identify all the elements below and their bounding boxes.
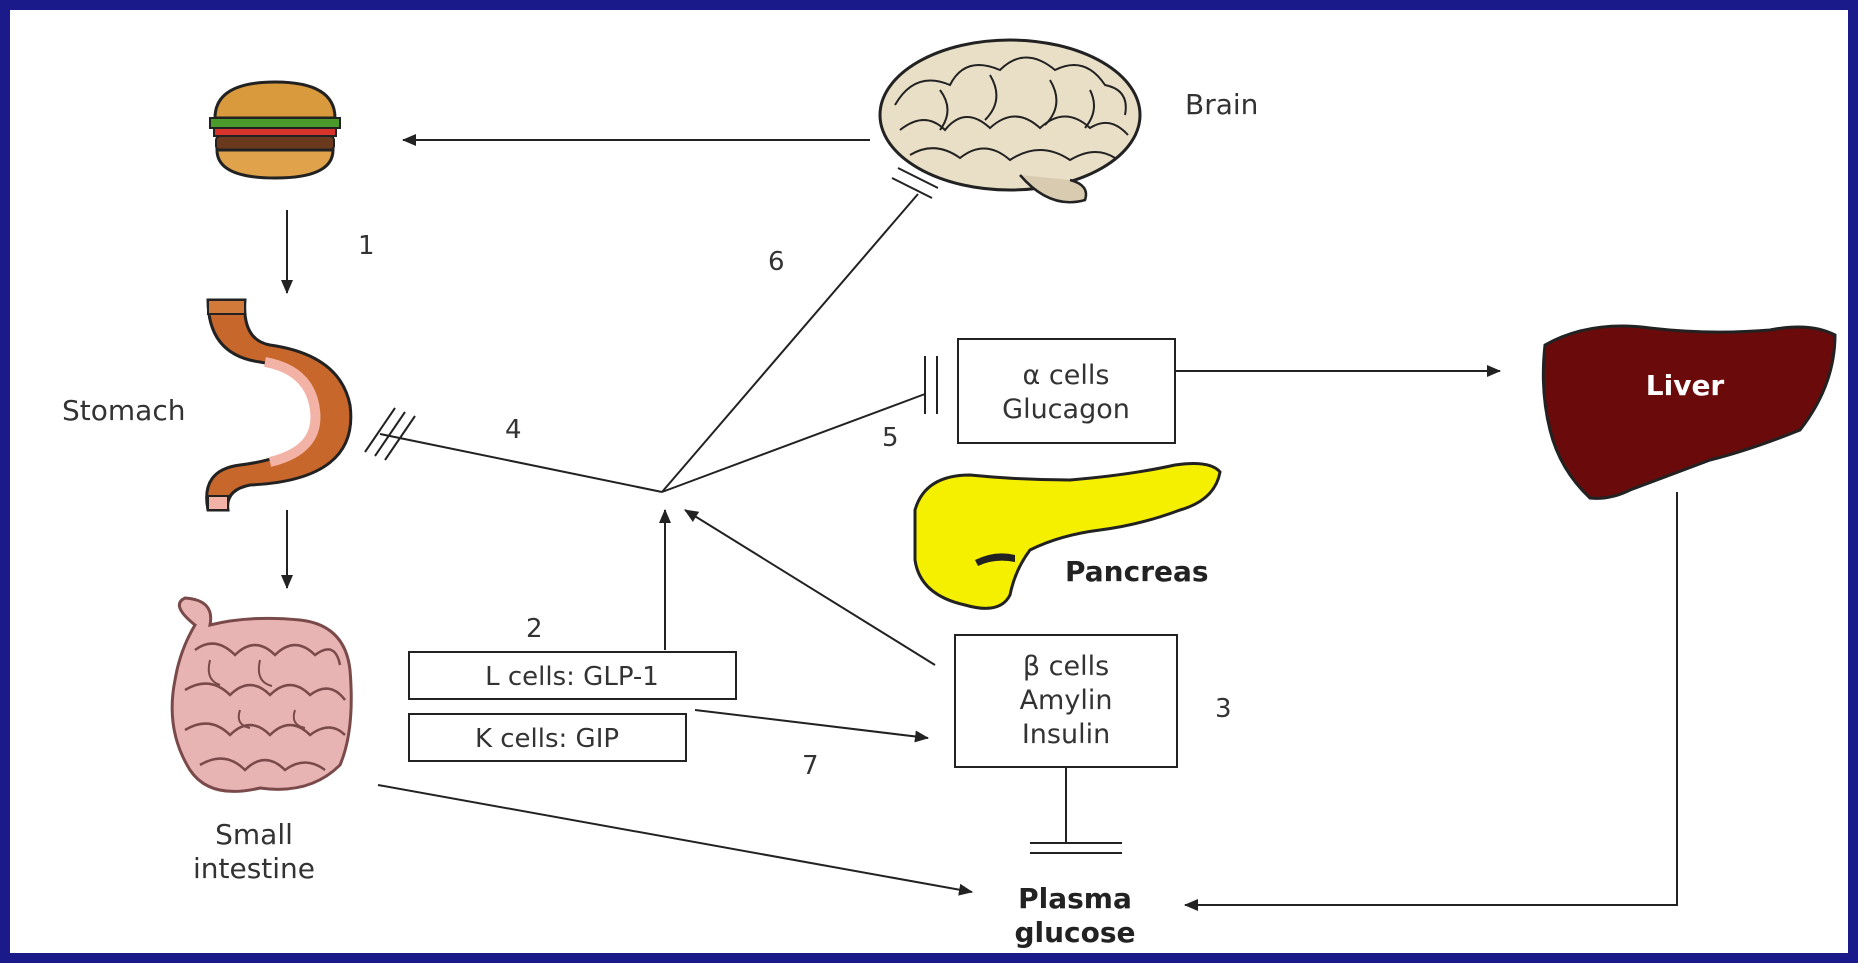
glucose-regulation-diagram: α cells Glucagon β cells Amylin Insulin … bbox=[10, 10, 1848, 953]
liver-label: Liver bbox=[1646, 369, 1725, 402]
k-cells-label: K cells: GIP bbox=[475, 724, 619, 754]
step-2-label: 2 bbox=[526, 614, 543, 644]
alpha-cells-label: α cells bbox=[1023, 360, 1110, 391]
alpha-cells-box bbox=[958, 339, 1175, 443]
amylin-label: Amylin bbox=[1020, 685, 1113, 716]
step-6-label: 6 bbox=[768, 247, 785, 277]
brain-label: Brain bbox=[1185, 88, 1258, 121]
plasma-glucose-label-line1: Plasma bbox=[1018, 882, 1132, 915]
beta-to-hub-arrow bbox=[685, 510, 935, 665]
hub-to-brain-inhibition bbox=[662, 194, 918, 492]
intestine-to-glucose-arrow bbox=[378, 785, 972, 892]
small-intestine-label-line2: intestine bbox=[193, 852, 315, 885]
intestine-icon bbox=[172, 598, 351, 791]
step-1-label: 1 bbox=[358, 231, 375, 261]
pancreas-label: Pancreas bbox=[1065, 555, 1209, 588]
plasma-glucose-label-line2: glucose bbox=[1014, 916, 1135, 949]
stomach-bar-2 bbox=[375, 412, 405, 456]
incretin-to-beta-arrow bbox=[695, 710, 928, 738]
burger-icon bbox=[210, 82, 340, 178]
stomach-icon bbox=[207, 300, 351, 510]
liver-to-glucose-arrow bbox=[1185, 492, 1677, 905]
glucagon-label: Glucagon bbox=[1002, 394, 1130, 425]
beta-cells-label: β cells bbox=[1023, 651, 1109, 682]
liver-icon bbox=[1543, 326, 1835, 498]
l-cells-label: L cells: GLP-1 bbox=[485, 662, 659, 692]
step-3-label: 3 bbox=[1215, 694, 1232, 724]
stomach-bar-1 bbox=[365, 408, 395, 452]
stomach-bar-3 bbox=[385, 416, 415, 460]
step-4-label: 4 bbox=[505, 415, 522, 445]
step-7-label: 7 bbox=[802, 751, 819, 781]
small-intestine-label-line1: Small bbox=[215, 818, 293, 851]
stomach-label: Stomach bbox=[62, 394, 185, 427]
insulin-label: Insulin bbox=[1022, 719, 1110, 750]
step-5-label: 5 bbox=[882, 423, 899, 453]
diagram-frame: α cells Glucagon β cells Amylin Insulin … bbox=[10, 10, 1848, 953]
